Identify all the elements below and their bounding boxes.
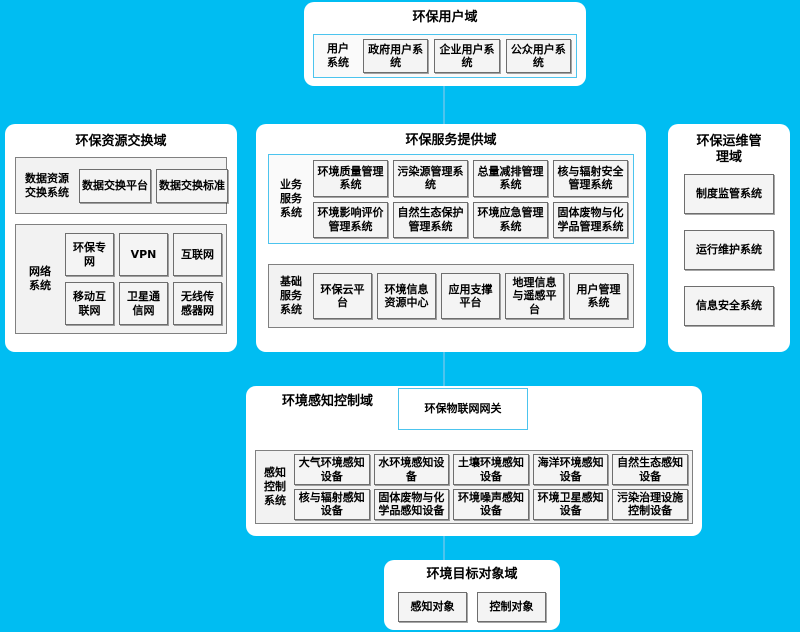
box-pollution-source-management-system[interactable]: 污染源管理系统 [393,160,468,197]
box-natural-ecology-protection-system[interactable]: 自然生态保护管理系统 [393,201,468,238]
box-internet[interactable]: 互联网 [173,233,222,276]
box-government-user-system[interactable]: 政府用户系统 [363,39,429,73]
box-data-exchange-standard[interactable]: 数据交换标准 [156,168,228,203]
box-sensing-object[interactable]: 感知对象 [398,592,467,622]
service-domain-title: 环保服务提供域 [405,133,497,148]
box-satellite-comm-network[interactable]: 卫星通信网 [119,282,168,325]
box-vpn[interactable]: VPN [119,233,168,276]
box-public-user-system[interactable]: 公众用户系统 [505,39,571,73]
box-operation-maintenance-system[interactable]: 运行维护系统 [684,230,774,270]
box-marine-env-sensing-device[interactable]: 海洋环境感知设备 [532,454,609,485]
box-control-object[interactable]: 控制对象 [477,592,546,622]
network-system-group: 网络 系统 环保专网 VPN 互联网 移动互联网 卫星通信网 无线传感器网 [15,224,227,334]
data-exchange-group: 数据资源 交换系统 数据交换平台 数据交换标准 [15,157,228,214]
panel-ops-domain: 环保运维管 理域 制度监管系统 运行维护系统 信息安全系统 [668,124,790,352]
box-nuclear-radiation-sensing-device[interactable]: 核与辐射感知设备 [294,489,370,520]
box-iot-gateway[interactable]: 环保物联网网关 [398,388,528,430]
box-wireless-sensor-network[interactable]: 无线传感器网 [173,282,222,325]
user-system-group: 用户 系统 政府用户系统 企业用户系统 公众用户系统 [313,34,577,78]
box-env-noise-sensing-device[interactable]: 环境噪声感知设备 [453,489,529,520]
box-solid-waste-chemicals-sensing-device[interactable]: 固体废物与化学品感知设备 [373,489,450,520]
box-water-env-sensing-device[interactable]: 水环境感知设备 [373,454,450,485]
panel-user-domain: 环保用户域 用户 系统 政府用户系统 企业用户系统 公众用户系统 [304,2,586,86]
network-system-label: 网络 系统 [29,265,51,292]
sensing-domain-title: 环境感知控制域 [282,394,374,409]
box-env-quality-management-system[interactable]: 环境质量管理系统 [313,160,388,197]
box-solid-waste-chemicals-system[interactable]: 固体废物与化学品管理系统 [553,201,628,238]
connector-sensing-to-target [443,536,445,560]
box-application-support-platform[interactable]: 应用支撑平台 [441,273,500,319]
business-service-group: 业务 服务 系统 环境质量管理系统 污染源管理系统 总量减排管理系统 核与辐射安… [268,154,634,244]
data-exchange-system-label: 数据资源 交换系统 [25,171,69,199]
box-data-exchange-platform[interactable]: 数据交换平台 [79,168,151,203]
infra-service-group: 基础 服务 系统 环保云平台 环境信息资源中心 应用支撑平台 地理信息与遥感平台… [268,264,634,328]
user-system-label: 用户 系统 [327,42,349,69]
box-env-impact-assessment-system[interactable]: 环境影响评价管理系统 [313,201,388,238]
box-env-satellite-sensing-device[interactable]: 环境卫星感知设备 [532,489,609,520]
connector-service-to-sensing [443,352,445,388]
panel-resource-exchange-domain: 环保资源交换域 数据资源 交换系统 数据交换平台 数据交换标准 网络 系统 环保… [5,124,237,352]
sensing-control-group: 感知 控制 系统 大气环境感知设备 水环境感知设备 土壤环境感知设备 海洋环境感… [255,450,693,524]
user-domain-title: 环保用户域 [412,10,478,25]
box-system-supervision-system[interactable]: 制度监管系统 [684,174,774,214]
box-enterprise-user-system[interactable]: 企业用户系统 [434,39,500,73]
resource-exchange-title: 环保资源交换域 [75,134,167,149]
box-env-emergency-management-system[interactable]: 环境应急管理系统 [473,201,548,238]
panel-service-domain: 环保服务提供域 业务 服务 系统 环境质量管理系统 污染源管理系统 总量减排管理… [256,124,646,352]
box-user-management-system[interactable]: 用户管理系统 [569,273,628,319]
business-service-system-label: 业务 服务 系统 [280,178,302,219]
box-soil-env-sensing-device[interactable]: 土壤环境感知设备 [453,454,529,485]
box-env-info-resource-center[interactable]: 环境信息资源中心 [377,273,436,319]
panel-target-domain: 环境目标对象域 感知对象 控制对象 [384,560,560,630]
infra-service-system-label: 基础 服务 系统 [280,275,302,316]
box-total-emission-reduction-system[interactable]: 总量减排管理系统 [473,160,548,197]
panel-sensing-domain: 环境感知控制域 感知 控制 系统 大气环境感知设备 水环境感知设备 土壤环境感知… [246,386,702,536]
box-mobile-internet[interactable]: 移动互联网 [65,282,114,325]
box-env-cloud-platform[interactable]: 环保云平台 [313,273,372,319]
box-nuclear-radiation-safety-system[interactable]: 核与辐射安全管理系统 [553,160,628,197]
box-env-private-network[interactable]: 环保专网 [65,233,114,276]
box-air-env-sensing-device[interactable]: 大气环境感知设备 [294,454,370,485]
box-information-security-system[interactable]: 信息安全系统 [684,286,774,326]
target-domain-title: 环境目标对象域 [426,567,518,582]
box-pollution-control-facility-device[interactable]: 污染治理设施控制设备 [612,489,688,520]
box-gis-remote-sensing-platform[interactable]: 地理信息与遥感平台 [505,273,564,319]
box-natural-ecology-sensing-device[interactable]: 自然生态感知设备 [612,454,688,485]
ops-domain-title: 环保运维管 理域 [696,134,762,166]
sensing-control-system-label: 感知 控制 系统 [264,466,286,507]
connector-user-to-service [443,84,445,128]
